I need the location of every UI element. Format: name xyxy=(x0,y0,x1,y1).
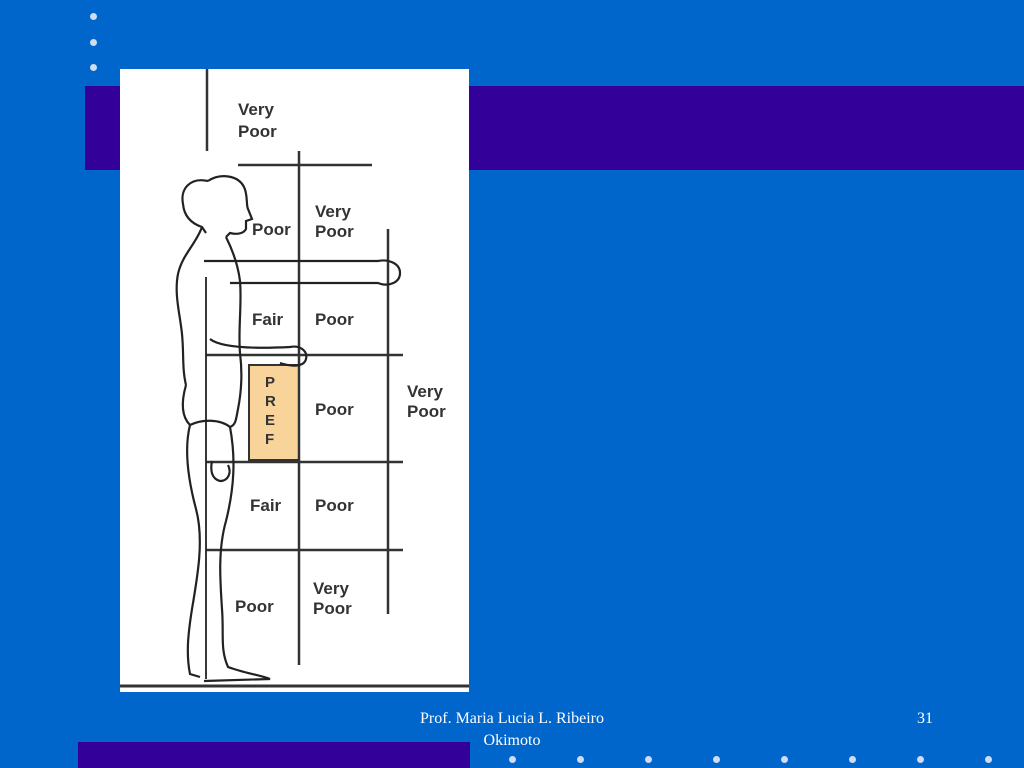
zone-grid xyxy=(120,69,469,688)
decor-dot xyxy=(917,756,924,763)
zone-label: Poor xyxy=(315,496,354,515)
footer-band xyxy=(78,742,470,768)
footer-author: Prof. Maria Lucia L. Ribeiro Okimoto xyxy=(390,708,634,752)
zone-label: Poor xyxy=(252,220,291,239)
pref-letter: P xyxy=(265,374,275,391)
zone-label: Very xyxy=(315,202,351,221)
decor-dot xyxy=(90,39,97,46)
footer-author-line: Okimoto xyxy=(483,732,541,749)
reach-zone-drawing: Very Poor Poor Very Poor Fair Poor P R E… xyxy=(120,69,469,688)
pref-letter: E xyxy=(265,412,275,429)
human-figure xyxy=(175,175,402,683)
zone-label: Poor xyxy=(315,310,354,329)
decor-dot xyxy=(90,13,97,20)
zone-label: Very xyxy=(313,579,349,598)
decor-dot xyxy=(509,756,516,763)
zone-labels: Very Poor Poor Very Poor Fair Poor P R E… xyxy=(235,100,446,618)
zone-label: Very xyxy=(238,100,274,119)
pref-letter: R xyxy=(265,393,276,410)
decor-dot xyxy=(90,64,97,71)
zone-label: Fair xyxy=(252,310,284,329)
footer-author-line: Prof. Maria Lucia L. Ribeiro xyxy=(420,710,604,727)
decor-dot xyxy=(645,756,652,763)
zone-label: Poor xyxy=(235,597,274,616)
decor-dot xyxy=(781,756,788,763)
pref-letter: F xyxy=(265,431,274,448)
decor-dot xyxy=(985,756,992,763)
decor-dot xyxy=(713,756,720,763)
zone-label: Very xyxy=(407,382,443,401)
decor-dot xyxy=(849,756,856,763)
decor-dot xyxy=(577,756,584,763)
page-number: 31 xyxy=(917,710,933,727)
zone-label: Poor xyxy=(315,222,354,241)
reach-zone-diagram: Very Poor Poor Very Poor Fair Poor P R E… xyxy=(120,69,469,692)
zone-label: Poor xyxy=(313,599,352,618)
zone-label: Poor xyxy=(407,402,446,421)
zone-label: Fair xyxy=(250,496,282,515)
zone-label: Poor xyxy=(238,122,277,141)
preferred-zone xyxy=(248,364,300,461)
zone-label: Poor xyxy=(315,400,354,419)
